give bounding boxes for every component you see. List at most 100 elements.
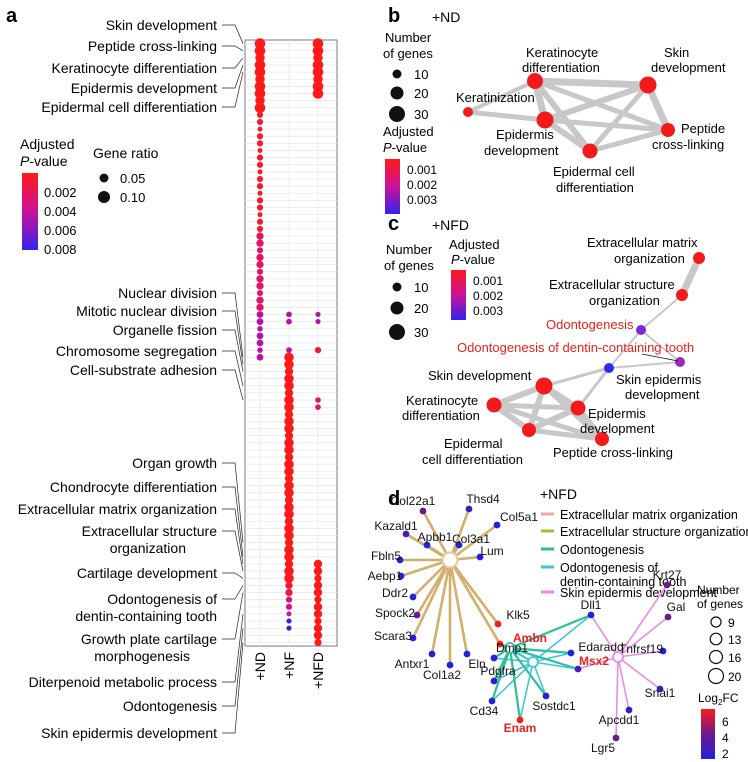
padj-tick-a-0: 0.002 <box>44 185 77 200</box>
dotplot-dot <box>256 339 264 347</box>
size-legend-c-dot-20 <box>390 301 404 315</box>
label-c-skin-epidermis-2: development <box>625 387 700 402</box>
cnet-edge <box>617 656 661 690</box>
label-b-epidermis-2: development <box>484 143 559 158</box>
dotplot-dot <box>314 347 322 354</box>
term-label-mitotic-nuclear-division: Mitotic nuclear division <box>76 303 217 319</box>
node-c-odontogenesis-dentin <box>675 357 685 367</box>
panel-label-b: b <box>388 5 400 27</box>
term-label-organ-growth: Organ growth <box>132 455 217 471</box>
dotplot-dot <box>256 197 264 204</box>
edge-c <box>678 254 703 299</box>
dotplot-dot <box>284 487 294 498</box>
gene-node-snai1 <box>656 685 664 693</box>
dotplot-dot <box>284 352 294 363</box>
label-c-epidermal-2: cell differentiation <box>422 452 523 467</box>
dotplot-dot <box>256 154 264 161</box>
label-c-epidermis-1: Epidermis <box>588 406 646 421</box>
label-c-skin-epidermis-1: Skin epidermis <box>616 372 702 387</box>
dotplot-dot <box>313 581 323 590</box>
label-b-keratinocyte-1: Keratinocyte <box>526 45 598 60</box>
gene-label-fbln5: Fbln5 <box>371 549 401 563</box>
cnet-edge <box>590 614 619 658</box>
cnet-edge <box>508 647 522 721</box>
node-b-epidermis-development <box>536 111 554 129</box>
ratio-tick-a-0: 0.05 <box>120 171 145 186</box>
term-leader-line <box>222 64 244 89</box>
dotplot-dot <box>254 66 266 78</box>
category-legend-d: Extracellular matrix organizationExtrace… <box>541 508 748 600</box>
label-b-keratinization: Keratinization <box>456 90 535 105</box>
category-label: Odontogenesis <box>560 543 644 557</box>
padj-colorbar-a <box>22 173 38 250</box>
gene-label-cd34: Cd34 <box>470 704 499 718</box>
cnet-term-hubs <box>441 551 624 668</box>
cnet-gene-nodes <box>396 505 672 742</box>
dotplot-dot <box>284 530 294 541</box>
label-c-ecs-1: Extracellular structure <box>549 277 675 292</box>
label-b-skin-2: development <box>651 60 726 75</box>
term-leader-line <box>222 329 244 372</box>
cnet-edge <box>577 656 619 670</box>
gene-node-tnfrsf19 <box>659 647 667 655</box>
edge-c <box>576 366 611 410</box>
dotplot-dot <box>284 552 294 562</box>
padj-tick-a-3: 0.008 <box>44 242 77 257</box>
node-c-epidermis <box>570 400 586 416</box>
cnet-edge <box>519 661 534 721</box>
dotplot-dot <box>285 603 293 610</box>
label-b-peptide-1: Peptide <box>681 121 725 136</box>
cnet-edge <box>509 646 579 671</box>
category-label: Extracellular structure organization <box>560 525 748 539</box>
term-leader-line <box>222 628 244 707</box>
term-leader-line <box>222 530 244 572</box>
edge-b <box>465 109 548 123</box>
cnet-edge <box>449 508 470 561</box>
size-tick-b-0: 10 <box>414 67 428 82</box>
size-tick-c-0: 10 <box>414 280 428 295</box>
size-tick-d-1: 13 <box>728 633 742 647</box>
term-leader-line <box>222 57 244 69</box>
term-label-peptide-cross-linking: Peptide cross-linking <box>88 38 217 54</box>
cnet-edge <box>532 652 572 663</box>
hub-extracellular <box>441 551 459 569</box>
gene-node-dmp1 <box>490 654 498 662</box>
dotplot-dot <box>313 609 323 619</box>
gene-node-gal <box>664 613 672 621</box>
cnet-edge <box>490 647 512 702</box>
node-b-peptide-cross-linking <box>661 123 675 137</box>
cnet-edge <box>532 661 579 670</box>
size-legend-c-title-2: of genes <box>384 258 434 273</box>
panel-label-c: c <box>388 213 399 235</box>
padj-colorbar-c <box>451 270 466 320</box>
term-label-epidermal-cell-differentiation: Epidermal cell differentiation <box>41 99 217 115</box>
ratio-legend-dot-small <box>99 173 109 183</box>
category-label: dentin-containing tooth <box>560 575 687 589</box>
gene-node-klk5 <box>494 620 502 628</box>
gene-label-dll1: Dll1 <box>581 598 602 612</box>
dotplot-dot <box>284 566 294 576</box>
dotplot-dot <box>284 416 294 427</box>
fc-colorbar-d <box>701 709 715 759</box>
dotplot-dot <box>257 148 263 154</box>
cnet-edge <box>431 559 451 655</box>
gene-label-edaradd: Edaradd <box>578 640 623 654</box>
label-b-epidermal-1: Epidermal cell <box>553 164 635 179</box>
gene-node-lum <box>476 553 484 561</box>
size-tick-d-3: 20 <box>728 670 742 684</box>
gene-node-ddr2 <box>409 593 417 601</box>
edge-c <box>491 383 547 408</box>
dotplot-dot <box>257 169 263 175</box>
dotplot-dot <box>286 611 292 617</box>
dotplot-dot <box>313 74 323 84</box>
node-c-skin-epidermis <box>604 363 614 373</box>
gene-label-snai1: Snai1 <box>645 686 676 700</box>
dotplot-dot <box>284 459 294 469</box>
label-b-epidermis-1: Epidermis <box>496 127 554 142</box>
size-legend-d-ring-20 <box>707 667 725 685</box>
dotplot-dot <box>285 588 293 597</box>
size-legend-d-title-2: of genes <box>697 597 743 611</box>
gene-label-thsd4: Thsd4 <box>466 492 500 506</box>
label-c-epidermal-1: Epidermal <box>444 436 503 451</box>
